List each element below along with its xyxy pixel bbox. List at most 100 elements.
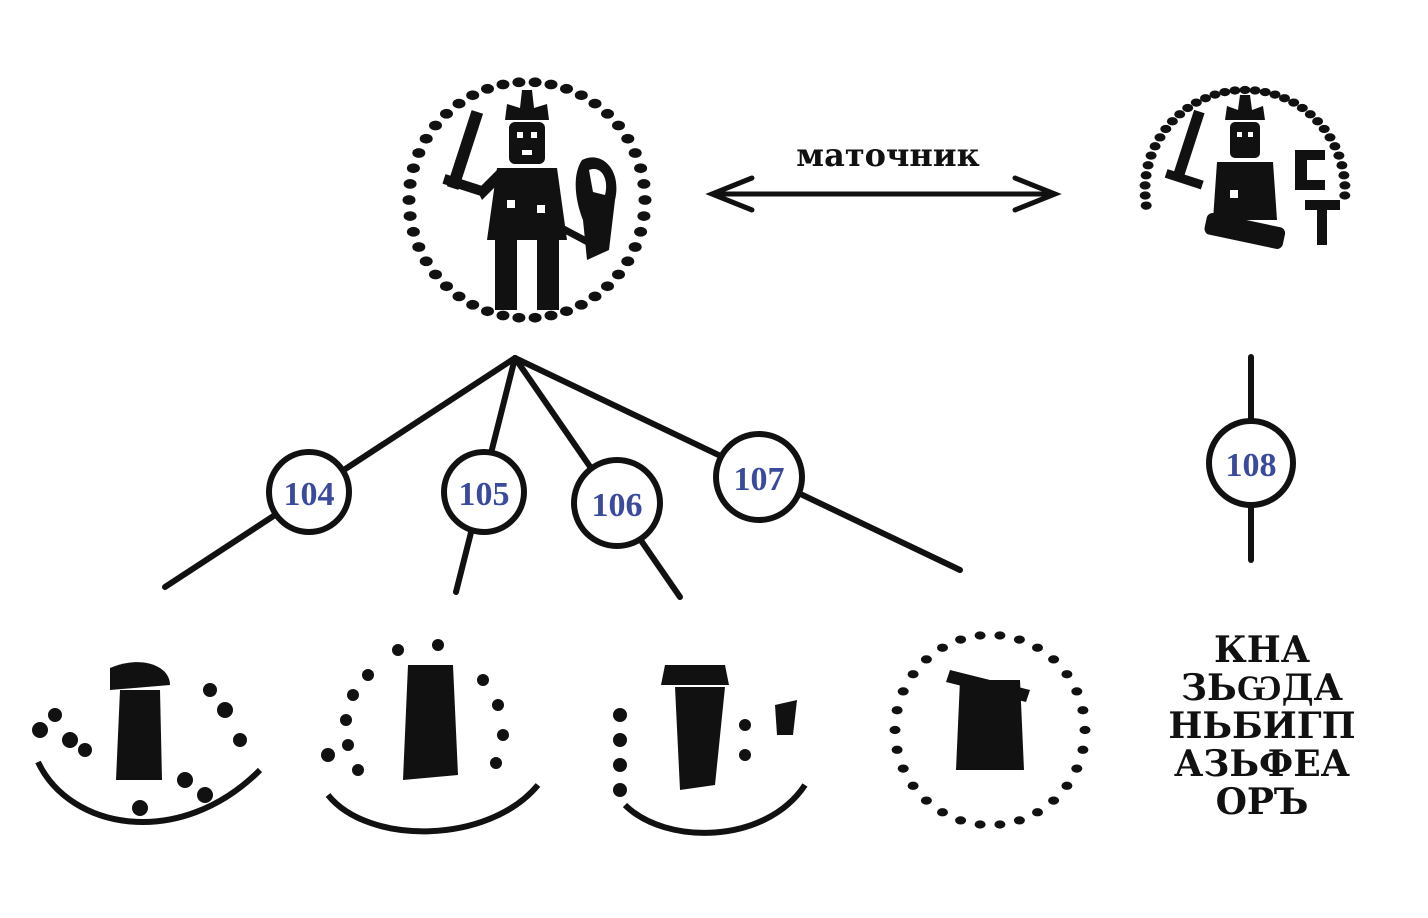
- ring-dot: [512, 312, 526, 323]
- ring-dot: [1077, 706, 1089, 715]
- ring-dot: [1032, 808, 1043, 817]
- ring-dot: [1032, 643, 1043, 652]
- ring-dot: [544, 79, 558, 90]
- node-105: 105: [441, 449, 527, 535]
- seal-108-line-3: НЬБИГП: [1168, 705, 1355, 747]
- ring-dot: [1338, 171, 1350, 180]
- ring-dot: [1013, 816, 1025, 825]
- ring-dot: [974, 820, 986, 829]
- seal-108-line-5: ОРЪ: [1216, 781, 1309, 823]
- node-104: 104: [266, 449, 352, 535]
- ring-dot: [1149, 142, 1161, 151]
- ring-dot: [412, 148, 426, 158]
- ring-dot: [1333, 151, 1345, 160]
- ring-dot: [1079, 725, 1091, 735]
- ring-dot: [466, 90, 480, 101]
- ring-dot: [1249, 86, 1261, 95]
- ring-dot: [1288, 98, 1300, 107]
- ring-dot: [1239, 85, 1251, 95]
- ring-dot: [560, 83, 573, 94]
- ring-dot: [1259, 87, 1271, 97]
- ring-dot: [601, 281, 614, 292]
- ring-dot: [621, 133, 635, 144]
- ring-dot: [907, 670, 919, 679]
- ring-dot: [1140, 171, 1152, 180]
- seal-fragment-icon: [889, 631, 1091, 829]
- seal-108-line-4: АЗЬФЕА: [1174, 743, 1350, 785]
- ring-dot: [403, 179, 417, 189]
- ring-dot: [429, 120, 442, 131]
- ring-dot: [1209, 90, 1221, 99]
- ring-dot: [1304, 110, 1316, 119]
- ring-dot: [466, 299, 480, 310]
- ring-dot: [406, 226, 420, 237]
- ring-dot: [419, 256, 433, 267]
- ring-dot: [560, 306, 573, 317]
- ring-dot: [544, 310, 558, 321]
- ring-dot: [1139, 181, 1151, 190]
- seal-fragment-icon: [613, 665, 808, 836]
- ring-dot: [512, 77, 526, 88]
- ring-dot: [628, 148, 642, 158]
- ring-dot: [481, 306, 494, 317]
- ring-dot: [1061, 781, 1073, 790]
- ring-dot: [891, 706, 903, 715]
- ring-dot: [1139, 191, 1151, 200]
- ring-dot: [1140, 201, 1152, 210]
- node-106: 106: [571, 457, 663, 549]
- ring-dot: [994, 820, 1006, 829]
- ring-dot: [1145, 151, 1157, 160]
- ring-dot: [1182, 103, 1194, 113]
- ring-dot: [920, 655, 932, 664]
- ring-dot: [481, 83, 494, 94]
- ring-dot: [994, 631, 1006, 640]
- svg-text:104: 104: [284, 476, 335, 513]
- ring-dot: [637, 211, 651, 221]
- node-107: 107: [713, 431, 805, 523]
- ring-dot: [1336, 161, 1348, 170]
- ring-dot: [621, 256, 635, 267]
- ring-dot: [974, 631, 986, 640]
- ring-dot: [1339, 181, 1351, 190]
- ring-dot: [406, 163, 420, 174]
- ring-dot: [403, 211, 417, 221]
- ring-dot: [1077, 745, 1089, 754]
- ring-dot: [612, 269, 625, 280]
- seal-108-line-1: КНА: [1214, 629, 1310, 671]
- ring-dot: [588, 98, 602, 109]
- ring-dot: [402, 195, 416, 205]
- ring-dot: [440, 108, 453, 119]
- ring-dot: [920, 796, 932, 805]
- ring-dot: [1279, 94, 1290, 103]
- ring-dot: [1154, 133, 1166, 142]
- ring-dot: [528, 312, 542, 323]
- seal-prince-small-icon: [1139, 85, 1351, 249]
- ring-dot: [1312, 117, 1324, 126]
- ring-dot: [440, 281, 453, 292]
- ring-dot: [1071, 764, 1083, 773]
- seal-prince-sword-icon: [402, 77, 652, 323]
- seal-108-text-block: КНА ЗЬѠДА НЬБИГП АЗЬФЕА ОРЪ: [1168, 629, 1355, 823]
- ring-dot: [1329, 142, 1341, 151]
- ring-dot: [1013, 635, 1025, 644]
- ring-dot: [1048, 796, 1060, 805]
- ring-dot: [1219, 87, 1231, 97]
- ring-dot: [496, 310, 510, 321]
- ring-dot: [1160, 124, 1172, 134]
- ring-dot: [889, 725, 901, 735]
- ring-dot: [496, 79, 510, 90]
- ring-dot: [907, 781, 919, 790]
- ring-dot: [955, 635, 967, 644]
- ring-dot: [891, 745, 903, 754]
- ring-dot: [1142, 161, 1154, 170]
- ring-dot: [955, 816, 967, 825]
- ring-dot: [574, 90, 588, 101]
- ring-dot: [937, 643, 948, 652]
- ring-dot: [1061, 670, 1073, 679]
- svg-text:108: 108: [1226, 447, 1277, 484]
- ring-dot: [612, 120, 625, 131]
- svg-text:106: 106: [592, 487, 643, 524]
- ring-dot: [452, 291, 466, 302]
- ring-dot: [637, 179, 651, 189]
